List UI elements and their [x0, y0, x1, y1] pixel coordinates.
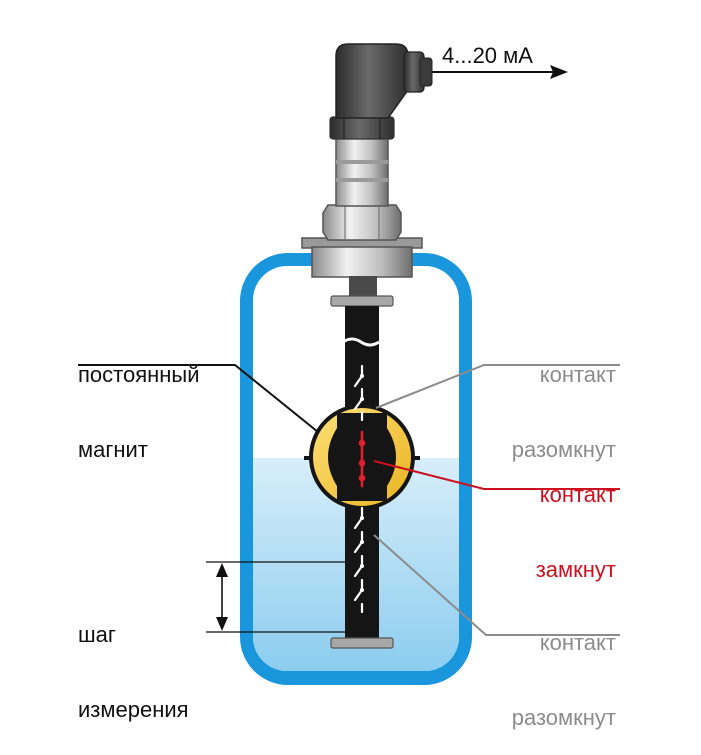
rod-bottom-stop — [330, 637, 394, 649]
label-step-line2: измерения — [78, 697, 189, 722]
arrow-up-icon — [216, 563, 228, 577]
label-permanent-magnet: постоянный магнит — [78, 312, 200, 487]
label-contact-open-bottom-line2: разомкнут — [511, 705, 616, 730]
signal-output: 4...20 мА — [432, 43, 568, 79]
leader-closed — [373, 460, 620, 490]
reed-switch-closed — [358, 430, 366, 488]
level-sensor-diagram: 4...20 мА — [78, 43, 620, 685]
label-contact-closed-line1: контакт — [539, 482, 616, 507]
leader-magnet — [78, 364, 319, 433]
label-contact-open-top-line1: контакт — [539, 362, 616, 387]
label-contact-open-bottom-line1: контакт — [539, 630, 616, 655]
label-permanent-magnet-line1: постоянный — [78, 362, 200, 387]
connector-housing — [335, 43, 409, 119]
reed-contacts — [353, 364, 366, 614]
sensor-head — [301, 43, 433, 278]
label-permanent-magnet-line2: магнит — [78, 437, 148, 462]
leader-lines — [78, 364, 620, 636]
hex-nut — [322, 204, 402, 241]
arrow-down-icon — [216, 617, 228, 631]
leader-open-bottom — [373, 534, 620, 636]
rod-top-stop — [330, 295, 394, 307]
sensor-body — [335, 137, 389, 207]
label-step-line1: шаг — [78, 622, 116, 647]
signal-label: 4...20 мА — [442, 43, 533, 68]
label-contact-open-top-line2: разомкнут — [511, 437, 616, 462]
step-dimension — [206, 561, 346, 633]
label-contact-closed-line2: замкнут — [535, 557, 616, 582]
leader-open-top — [375, 364, 620, 409]
label-contact-closed: контакт замкнут — [536, 432, 616, 607]
label-contact-open-top: контакт разомкнут — [512, 312, 616, 487]
arrow-head-icon — [550, 65, 568, 79]
label-step: шаг измерения — [78, 572, 189, 747]
label-contact-open-bottom: контакт разомкнут — [512, 580, 616, 755]
